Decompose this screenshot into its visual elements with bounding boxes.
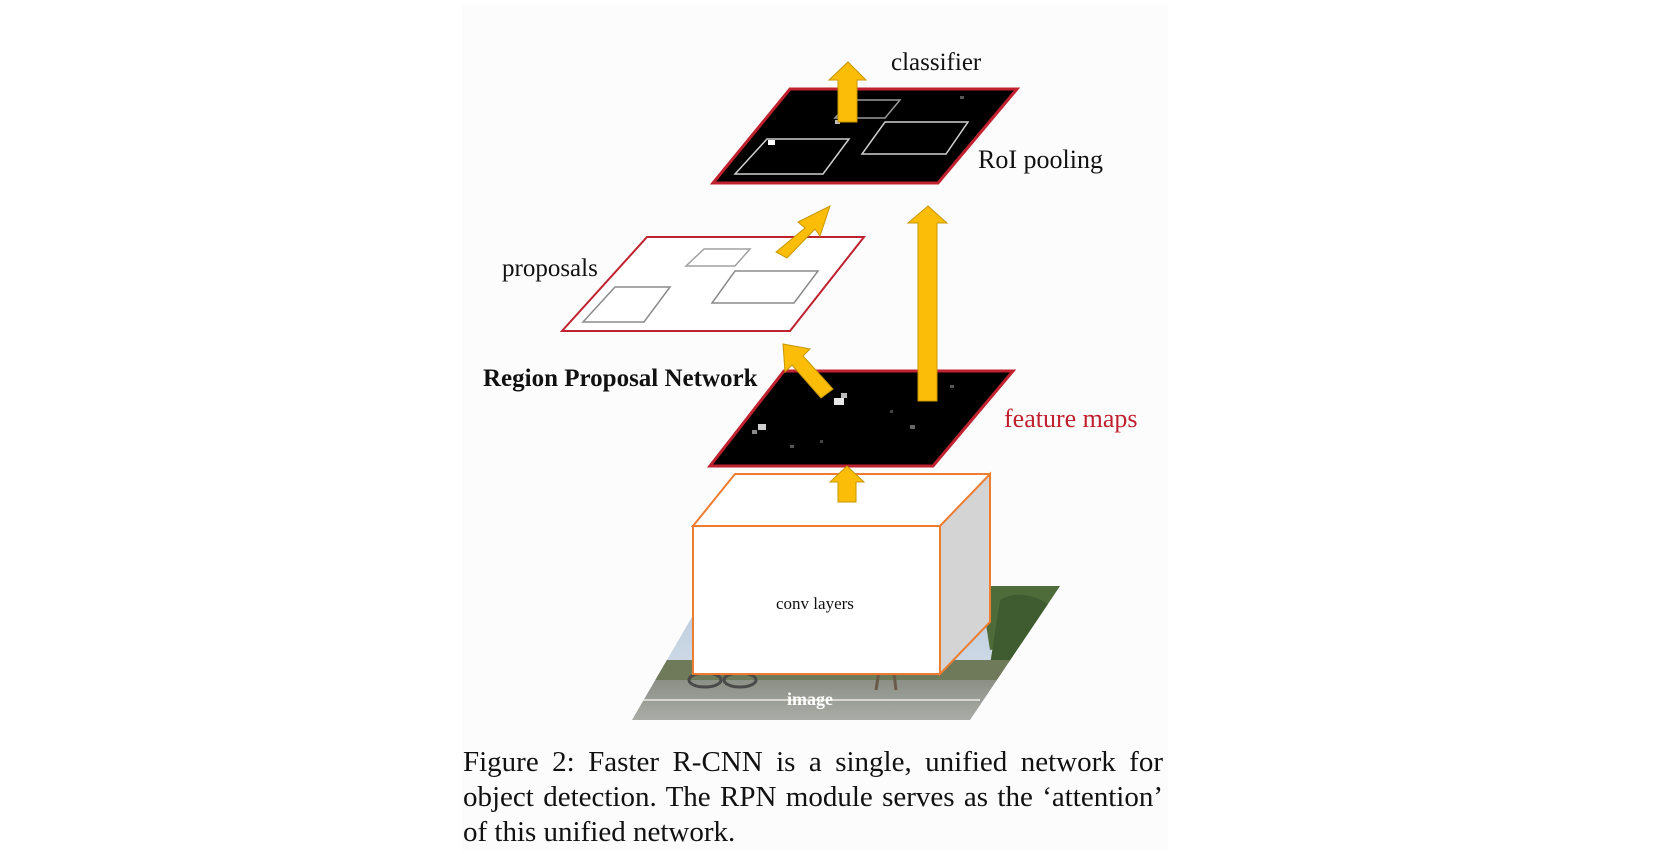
classifier-label: classifier (891, 49, 982, 76)
roi-pooling-label: RoI pooling (978, 145, 1103, 174)
conv-layers-label: conv layers (776, 594, 854, 613)
figure-caption: Figure 2: Faster R-CNN is a single, unif… (463, 746, 1163, 848)
arrow-roi-to-classifier (827, 61, 868, 123)
proposals-label: proposals (502, 255, 598, 282)
arrow-proposals-to-roi (775, 205, 831, 259)
rpn-label: Region Proposal Network (483, 365, 758, 392)
conv-layers-box (690, 471, 991, 677)
image-label: image (787, 689, 833, 709)
arrow-conv-to-features (828, 465, 866, 503)
arrow-features-to-roi (906, 205, 949, 402)
arrow-features-to-rpn (782, 343, 834, 399)
roi-pooling-plane (709, 87, 1021, 185)
faster-rcnn-diagram (559, 61, 1060, 720)
proposals-plane (559, 236, 867, 332)
feature-maps-label: feature maps (1004, 404, 1138, 433)
